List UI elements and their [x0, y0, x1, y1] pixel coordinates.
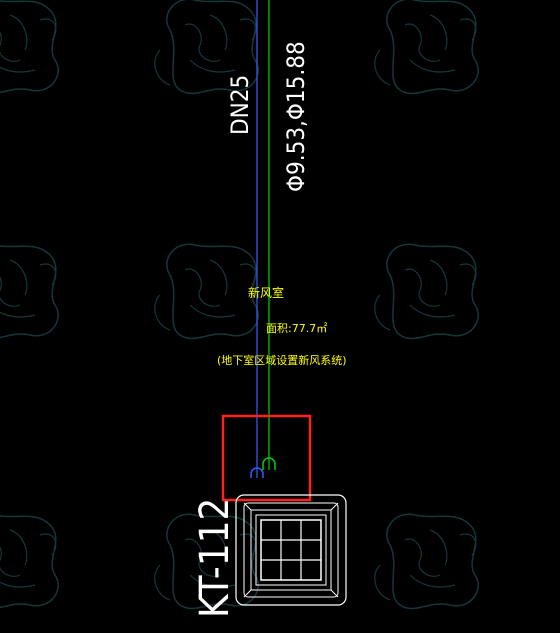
figure-watermark-icon: [0, 513, 59, 610]
pipe-diameter-label[interactable]: Φ9.53,Φ15.88: [282, 41, 310, 192]
figure-watermark-icon: [374, 0, 479, 95]
room-name-label[interactable]: 新风室: [248, 285, 284, 300]
figure-watermark-icon: [0, 243, 59, 340]
unit-tag-label[interactable]: KT-112: [192, 498, 238, 618]
figure-watermark-icon: [374, 513, 479, 610]
area-label[interactable]: 面积:77.7㎡: [266, 322, 327, 335]
figure-watermark-icon: [0, 0, 59, 95]
figure-watermark-icon: [154, 243, 259, 340]
figure-watermark-icon: [374, 243, 479, 340]
pipe-size-label[interactable]: DN25: [226, 75, 254, 135]
cassette-unit-symbol[interactable]: [235, 494, 347, 606]
highlight-selection-box[interactable]: [221, 414, 312, 502]
note-label[interactable]: (地下室区域设置新风系统): [217, 353, 347, 367]
blue-pipe-endcap[interactable]: [250, 467, 264, 478]
green-pipe-endcap[interactable]: [262, 457, 276, 470]
